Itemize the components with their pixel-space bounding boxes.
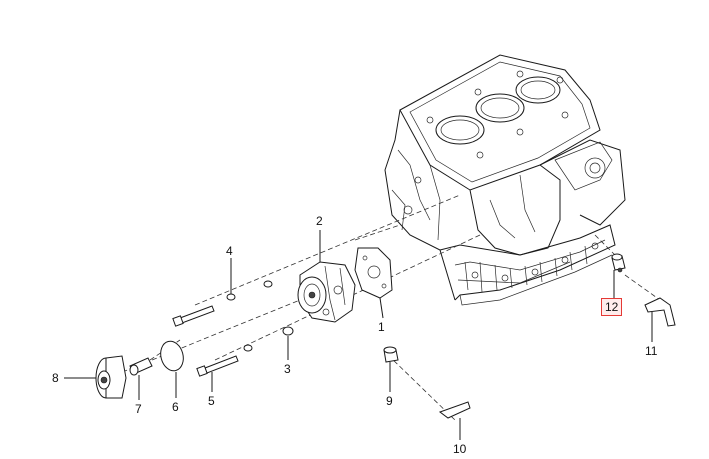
- bolt-upper: [172, 305, 215, 327]
- callout-8[interactable]: 8: [52, 371, 59, 385]
- callout-6[interactable]: 6: [172, 400, 179, 414]
- callout-10[interactable]: 10: [453, 442, 467, 456]
- part-6-o-ring: [160, 340, 184, 372]
- engine-block: [384, 54, 626, 306]
- callout-9[interactable]: 9: [386, 394, 393, 408]
- callout-7[interactable]: 7: [135, 402, 142, 416]
- callout-1[interactable]: 1: [378, 320, 385, 334]
- part-4-washer: [226, 280, 273, 301]
- callout-4[interactable]: 4: [226, 244, 233, 258]
- part-9-sensor: [383, 346, 399, 378]
- callout-5[interactable]: 5: [208, 394, 215, 408]
- part-3-washer: [243, 326, 294, 352]
- callout-2[interactable]: 2: [316, 214, 323, 228]
- part-11-tube: [644, 297, 676, 327]
- callout-3[interactable]: 3: [284, 362, 291, 376]
- assembly-lines: [114, 194, 661, 421]
- leader-lines: [64, 230, 653, 440]
- part-12-sender: [611, 253, 626, 273]
- part-8-pulley: [95, 355, 127, 399]
- part-10-bracket: [438, 401, 471, 419]
- callout-11[interactable]: 11: [645, 344, 658, 358]
- part-7-fitting: [129, 357, 153, 376]
- part-5-bolt: [196, 355, 239, 377]
- callout-12-highlighted[interactable]: 12: [601, 298, 623, 316]
- part-2-pump: [297, 261, 356, 323]
- part-1-gasket: [354, 247, 393, 299]
